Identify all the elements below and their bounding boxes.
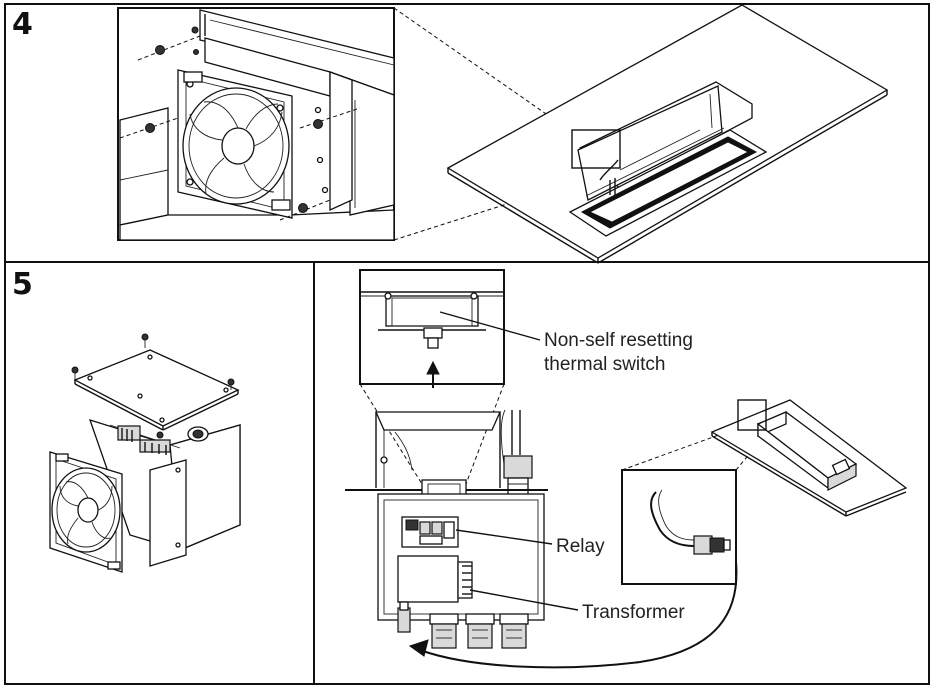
outer-border (4, 3, 930, 685)
step-5-number: 5 (12, 267, 33, 302)
transformer-leader (469, 589, 579, 611)
connector-inset (621, 469, 737, 585)
panel-frames (4, 3, 930, 685)
step-5-exploded-assembly (49, 333, 241, 573)
screw-icon (71, 366, 79, 374)
curved-arrow-icon (408, 561, 738, 669)
screw-icon (298, 203, 308, 213)
screw-icon (155, 45, 165, 55)
step-5-control-box: Non-self resetting thermal switch (345, 269, 908, 669)
zoom-guide-line (393, 7, 573, 133)
thermal-switch-label-line-1: Non-self resetting (544, 330, 693, 351)
step-4-fan-removal (117, 4, 889, 264)
detail-marker-box (737, 399, 767, 431)
thermal-switch-leader (439, 311, 541, 341)
screw-icon (156, 431, 164, 439)
up-arrow-icon (426, 360, 440, 388)
ceiling-panel-step-4 (446, 4, 889, 264)
fan-hub (221, 127, 255, 165)
ceiling-panel-step-5 (710, 399, 908, 517)
screw-icon (227, 378, 235, 386)
mounting-screws (119, 26, 361, 221)
relay-leader (455, 529, 553, 545)
screw-icon (145, 123, 155, 133)
step-4-number: 4 (12, 7, 33, 42)
terminal-block (117, 425, 141, 441)
bottom-cable-glands (397, 601, 529, 649)
cover-plate (73, 349, 240, 427)
plug-connector (693, 535, 713, 555)
thermal-switch-label-line-2: thermal switch (544, 354, 665, 375)
relay-label: Relay (556, 536, 605, 557)
terminal-block (139, 439, 171, 453)
cable-gland (503, 455, 533, 479)
detail-marker-box (571, 129, 621, 169)
transformer-label: Transformer (582, 602, 685, 623)
fan-housing-closeup (119, 9, 395, 241)
screw-icon (141, 333, 149, 341)
transformer (397, 555, 459, 603)
thermal-switch (423, 327, 443, 339)
screw-icon (313, 119, 323, 129)
